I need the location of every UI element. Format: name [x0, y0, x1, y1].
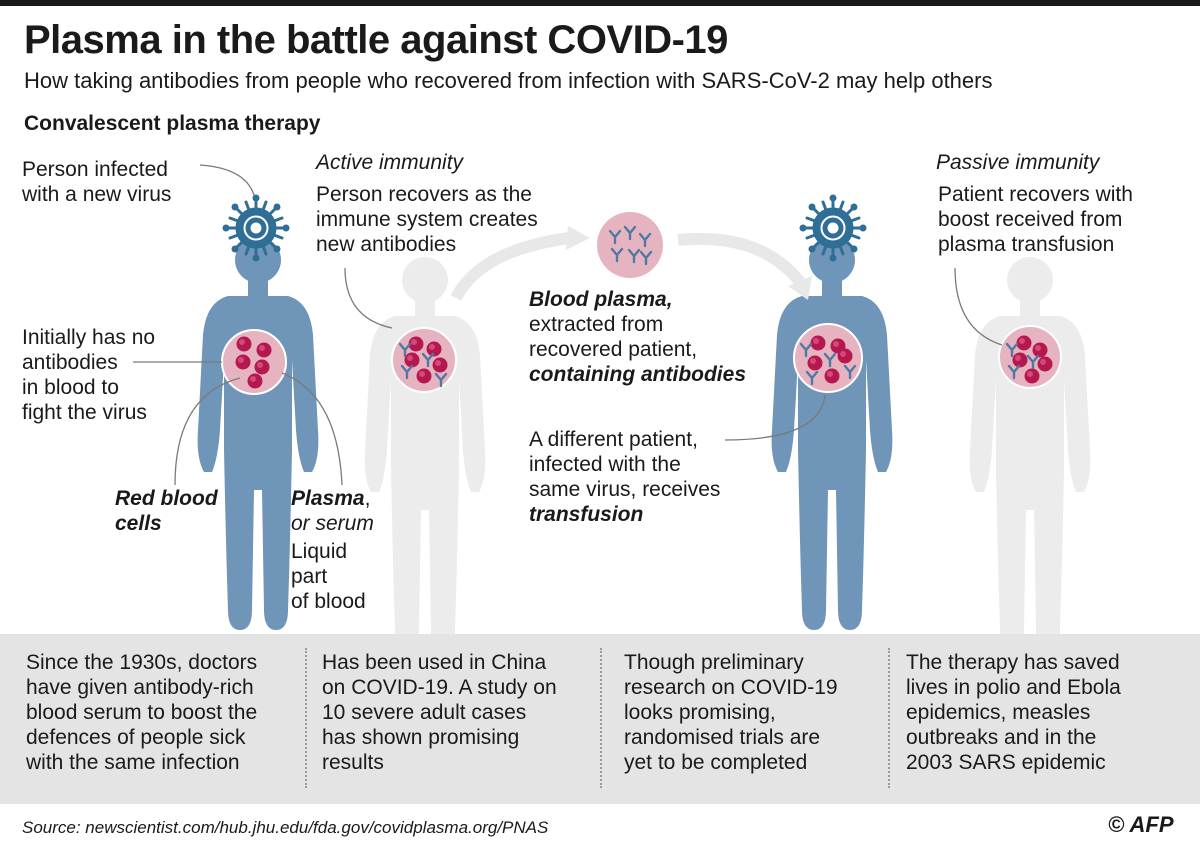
transfer-arrow-icon [450, 232, 571, 301]
label-plasma: Plasma, [291, 486, 370, 511]
transfusion-patient-figure [771, 237, 893, 630]
fact-trials: Though preliminary research on COVID-19 … [624, 651, 838, 774]
label-infected: Person infected with a new virus [22, 158, 172, 206]
label-red-blood-cells: Red blood cells [115, 487, 218, 535]
fact-epidemics: The therapy has saved lives in polio and… [906, 651, 1121, 774]
top-rule [0, 0, 1200, 6]
label-plasma-comma: , [364, 487, 371, 510]
label-active-desc: Person recovers as the immune system cre… [316, 183, 538, 256]
label-different-patient: A different patient, infected with the s… [529, 428, 721, 501]
label-active-immunity: Active immunity [316, 151, 464, 174]
section-heading: Convalescent plasma therapy [24, 112, 321, 135]
afp-logo: © AFP [1108, 812, 1174, 838]
divider [600, 648, 602, 788]
label-plasma-sub: or serum [291, 512, 374, 535]
label-plasma-title: Plasma [291, 487, 365, 510]
fact-china: Has been used in China on COVID-19. A st… [322, 651, 557, 774]
page-title: Plasma in the battle against COVID-19 [24, 18, 728, 62]
divider [888, 648, 890, 788]
source-line: Source: newscientist.com/hub.jhu.edu/fda… [22, 818, 549, 837]
fact-history: Since the 1930s, doctors have given anti… [26, 651, 258, 774]
virus-icon [221, 193, 291, 263]
recovered-patient-figure [969, 257, 1091, 650]
leader-lines [133, 164, 1003, 486]
logo-text: AFP [1129, 812, 1174, 837]
divider [305, 648, 307, 788]
page-subtitle: How taking antibodies from people who re… [24, 68, 993, 93]
label-no-antibodies: Initially has no antibodies in blood to … [22, 326, 156, 424]
copyright-symbol: © [1108, 812, 1125, 837]
label-passive-desc: Patient recovers with boost received fro… [938, 183, 1133, 256]
label-containing-antibodies: containing antibodies [529, 363, 747, 386]
label-extracted: extracted from recovered patient, [529, 313, 698, 361]
plasma-sample-disc [597, 212, 663, 278]
label-transfusion: transfusion [529, 503, 644, 526]
recovered-person-figure [364, 257, 486, 650]
label-plasma-desc: Liquid part of blood [291, 540, 366, 613]
label-blood-plasma: Blood plasma, [529, 288, 673, 311]
transfer-arrow-icon [677, 232, 805, 286]
virus-icon [798, 193, 868, 263]
label-passive-immunity: Passive immunity [936, 151, 1100, 174]
